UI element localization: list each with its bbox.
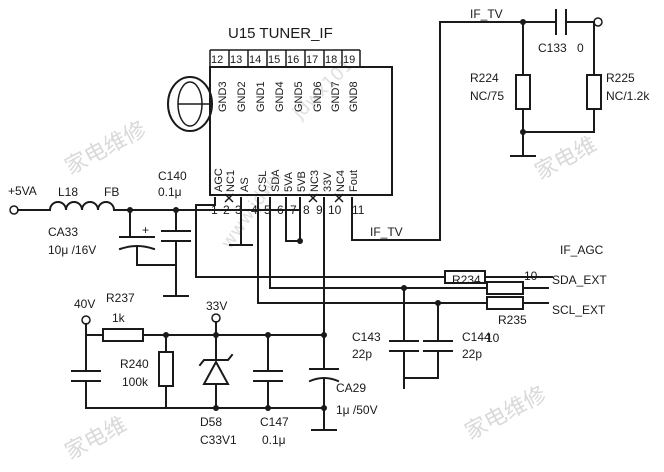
antenna-connector-icon — [167, 76, 213, 132]
power-input-net: +5VA L18 FB + CA33 10μ /16V C140 0.1μ — [8, 169, 301, 297]
sda-ext-label: SDA_EXT — [552, 273, 607, 287]
pin-name-nc3: NC3 — [309, 170, 321, 192]
if-tv-output-net: IF_TV IF_TV C133 0 R224 NC/75 R225 NC/1.… — [351, 7, 650, 241]
pin-number-18: 18 — [325, 54, 337, 66]
c143-value: 22p — [352, 347, 372, 361]
r225-value: NC/1.2k — [606, 89, 650, 103]
c140-value: 0.1μ — [158, 185, 182, 199]
r224-ref: R224 — [470, 71, 499, 85]
v33-regulator-net: 40V R237 1k R240 100k 33V D58 C33V1 — [71, 291, 378, 447]
ic-top-pin-number-boxes — [209, 49, 361, 67]
pin-number-17: 17 — [306, 54, 318, 66]
svg-text:家电维: 家电维 — [531, 132, 601, 185]
pin-name-gnd4: GND4 — [274, 81, 286, 112]
pin-name-gnd5: GND5 — [293, 81, 305, 112]
r234-value: 10 — [524, 269, 538, 283]
scl-ext-label: SCL_EXT — [552, 303, 606, 317]
r234-ref: R234 — [452, 273, 481, 287]
c133-value: 0 — [577, 41, 584, 55]
pin-name-as: AS — [239, 177, 251, 192]
pin-name-gnd7: GND7 — [330, 81, 342, 112]
pin-number-14: 14 — [249, 54, 261, 66]
pin-name-nc1: NC1 — [225, 170, 237, 192]
ca29-ref: CA29 — [336, 381, 366, 395]
if-agc-label: IF_AGC — [560, 243, 604, 257]
ic-top-pin-names: GND3 GND2 GND1 GND4 GND5 GND6 GND7 GND8 — [217, 81, 360, 112]
pin-name-gnd8: GND8 — [348, 81, 360, 112]
d58-value: C33V1 — [200, 433, 237, 447]
ca33-polarity: + — [142, 223, 149, 237]
svg-text:家电维修: 家电维修 — [461, 382, 550, 445]
ca33-value: 10μ /16V — [48, 243, 96, 257]
pin-name-fout: Fout — [348, 170, 360, 192]
r224-value: NC/75 — [470, 89, 504, 103]
c143-ref: C143 — [352, 330, 381, 344]
ic-top-pin-numbers: 12 13 14 15 16 17 18 19 — [211, 54, 355, 66]
r240-value: 100k — [122, 375, 149, 389]
pin-name-33v: 33V — [322, 172, 334, 192]
r235-value: 10 — [486, 331, 500, 345]
svg-text:家电维修: 家电维修 — [61, 117, 150, 180]
pin-name-gnd2: GND2 — [236, 81, 248, 112]
pin-name-agc: AGC — [213, 168, 225, 192]
supply-label: +5VA — [8, 184, 37, 198]
l18-ref: L18 — [58, 185, 78, 199]
pin-name-csl: CSL — [257, 171, 269, 192]
pin-name-gnd1: GND1 — [255, 81, 267, 112]
ic-bottom-pin-names: AGC NC1 AS CSL SDA 5VA 5VB NC3 33V NC4 F… — [213, 168, 360, 192]
c144-value: 22p — [462, 347, 482, 361]
r237-value: 1k — [112, 311, 126, 325]
pin-number-11: 11 — [352, 203, 365, 217]
pin-name-gnd6: GND6 — [312, 81, 324, 112]
c140-ref: C140 — [158, 169, 187, 183]
pin-name-5vb: 5VB — [296, 171, 308, 192]
ca33-ref: CA33 — [48, 225, 78, 239]
r225-ref: R225 — [606, 71, 635, 85]
pin-name-5va: 5VA — [283, 171, 295, 192]
pin-number-19: 19 — [343, 54, 355, 66]
pin-number-15: 15 — [268, 54, 280, 66]
nc-marks — [224, 193, 344, 203]
pin-name-gnd3: GND3 — [217, 81, 229, 112]
if-agc-net: IF_AGC — [444, 243, 604, 284]
svg-text:家电维: 家电维 — [61, 412, 131, 465]
c147-ref: C147 — [260, 415, 289, 429]
d58-ref: D58 — [200, 415, 222, 429]
r240-ref: R240 — [120, 357, 149, 371]
c144-ref: C144 — [462, 330, 491, 344]
v33-label: 33V — [206, 299, 227, 313]
pin-number-16: 16 — [287, 54, 299, 66]
pin-number-13: 13 — [230, 54, 242, 66]
if-tv-low-label: IF_TV — [370, 225, 403, 239]
r235-ref: R235 — [498, 313, 527, 327]
pin-name-sda: SDA — [270, 169, 282, 192]
c133-ref: C133 — [538, 41, 567, 55]
v40-label: 40V — [74, 297, 95, 311]
i2c-net: R234 10 R235 10 SDA_EXT SCL_EXT C143 22p… — [352, 269, 607, 389]
pin-name-nc4: NC4 — [335, 170, 347, 192]
ic-title: U15 TUNER_IF — [228, 25, 333, 42]
pin-number-8: 8 — [303, 203, 310, 217]
ic-pin-wiring — [195, 197, 488, 336]
ca29-value: 1μ /50V — [336, 403, 378, 417]
if-tv-top-label: IF_TV — [470, 7, 503, 21]
ic-body — [209, 66, 393, 196]
l18-value: FB — [104, 185, 119, 199]
r237-ref: R237 — [106, 291, 135, 305]
pin-number-10: 10 — [328, 203, 342, 217]
c147-value: 0.1μ — [262, 433, 286, 447]
watermark: 家电维修 家电维 家电维修 家电维 www.jdwx jdwx101 — [61, 55, 601, 465]
pin-number-9: 9 — [316, 203, 323, 217]
pin-number-12: 12 — [211, 54, 223, 66]
